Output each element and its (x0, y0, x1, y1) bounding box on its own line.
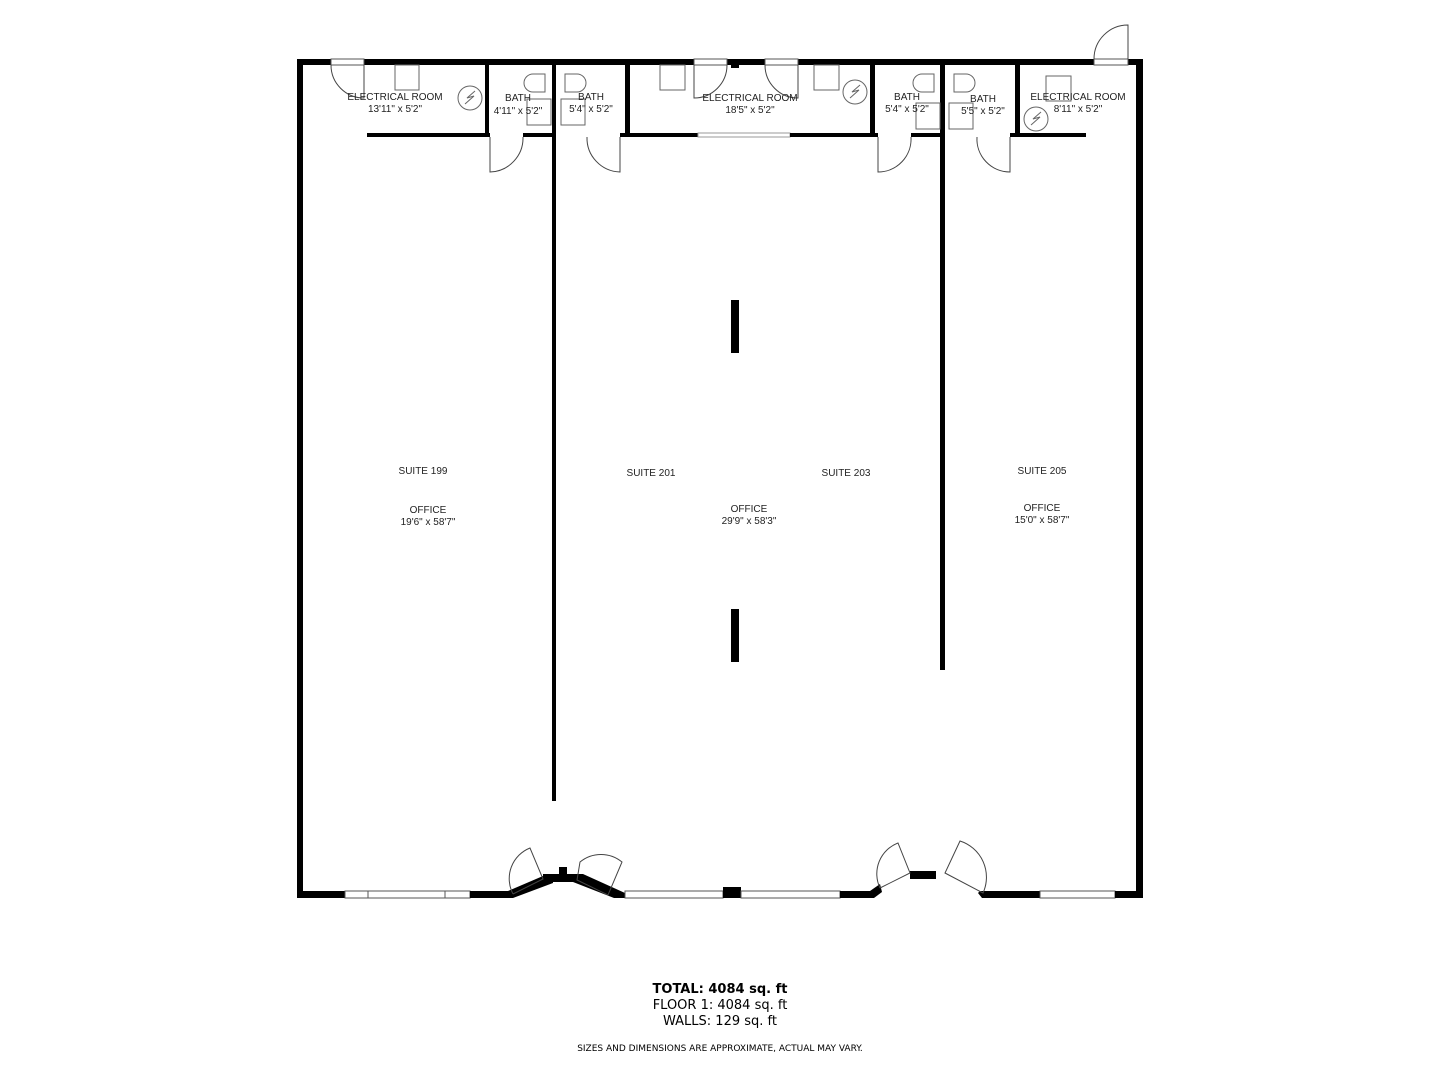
right-wall (1136, 59, 1143, 898)
door-swing-icon (876, 842, 911, 889)
room-dims: 13'11" x 5'2" (368, 104, 423, 115)
left-wall (297, 59, 303, 898)
exterior-walls (297, 59, 1143, 898)
suite-label: SUITE 205 (1018, 466, 1067, 477)
room-dims: 15'0" x 58'7" (1015, 515, 1070, 526)
room-dims: 5'5" x 5'2" (961, 106, 1005, 117)
room-dims: 29'9" x 58'3" (722, 516, 777, 527)
room-labels: ELECTRICAL ROOM 13'11" x 5'2" BATH 4'11"… (347, 92, 1125, 528)
room-name: OFFICE (731, 504, 768, 515)
door-swing-icon (944, 840, 987, 894)
room-dims: 8'11" x 5'2" (1054, 104, 1103, 115)
room-name: BATH (578, 92, 604, 103)
room-name: BATH (970, 94, 996, 105)
service-room-walls (367, 62, 1086, 138)
sink-icon (948, 102, 974, 130)
exterior-door-icon (1093, 24, 1129, 60)
bath-doors (489, 136, 1011, 173)
room-name: OFFICE (1024, 503, 1061, 514)
disclaimer: SIZES AND DIMENSIONS ARE APPROXIMATE, AC… (577, 1044, 863, 1054)
window-icon (624, 890, 724, 899)
room-dims: 4'11" x 5'2" (494, 106, 543, 117)
suite-label: SUITE 201 (627, 468, 676, 479)
room-dims: 18'5" x 5'2" (725, 105, 775, 116)
room-dims: 19'6" x 58'7" (401, 517, 456, 528)
sink-icon (915, 102, 941, 130)
sink-icon (526, 98, 552, 126)
total-area: TOTAL: 4084 sq. ft (652, 982, 788, 997)
room-name: BATH (894, 92, 920, 103)
entry-doors (508, 840, 987, 896)
floor1-area: FLOOR 1: 4084 sq. ft (652, 998, 788, 1013)
suite-dividers (552, 137, 945, 801)
window-icon (1039, 890, 1116, 899)
toilet-icon (912, 73, 935, 93)
electrical-panel-icon (842, 79, 868, 105)
door-swing-icon (576, 853, 623, 896)
room-name: ELECTRICAL ROOM (1030, 92, 1125, 103)
suite-label: SUITE 199 (399, 466, 448, 477)
room-name: ELECTRICAL ROOM (347, 92, 442, 103)
walls-area: WALLS: 129 sq. ft (663, 1014, 777, 1029)
sink-icon (560, 98, 586, 126)
column (731, 300, 739, 353)
toilet-icon (953, 73, 976, 93)
room-dims: 5'4" x 5'2" (885, 104, 929, 115)
electrical-fixtures (394, 64, 1072, 132)
storefront-wall (297, 867, 1143, 899)
door-swing-icon (508, 847, 544, 895)
toilet-icon (564, 73, 587, 93)
electrical-panel-icon (457, 85, 483, 111)
window-icon (344, 890, 471, 899)
window-icon (740, 890, 841, 899)
room-name: OFFICE (410, 505, 447, 516)
suite-label: SUITE 203 (822, 468, 871, 479)
electrical-panel-icon (1023, 106, 1049, 132)
top-openings (330, 24, 1129, 99)
room-dims: 5'4" x 5'2" (569, 104, 613, 115)
room-name: ELECTRICAL ROOM (702, 93, 797, 104)
column (731, 609, 739, 662)
bath-fixtures (523, 73, 976, 130)
divider-203-205 (940, 137, 945, 670)
toilet-icon (523, 73, 546, 93)
room-name: BATH (505, 93, 531, 104)
divider-199-201 (552, 137, 556, 801)
